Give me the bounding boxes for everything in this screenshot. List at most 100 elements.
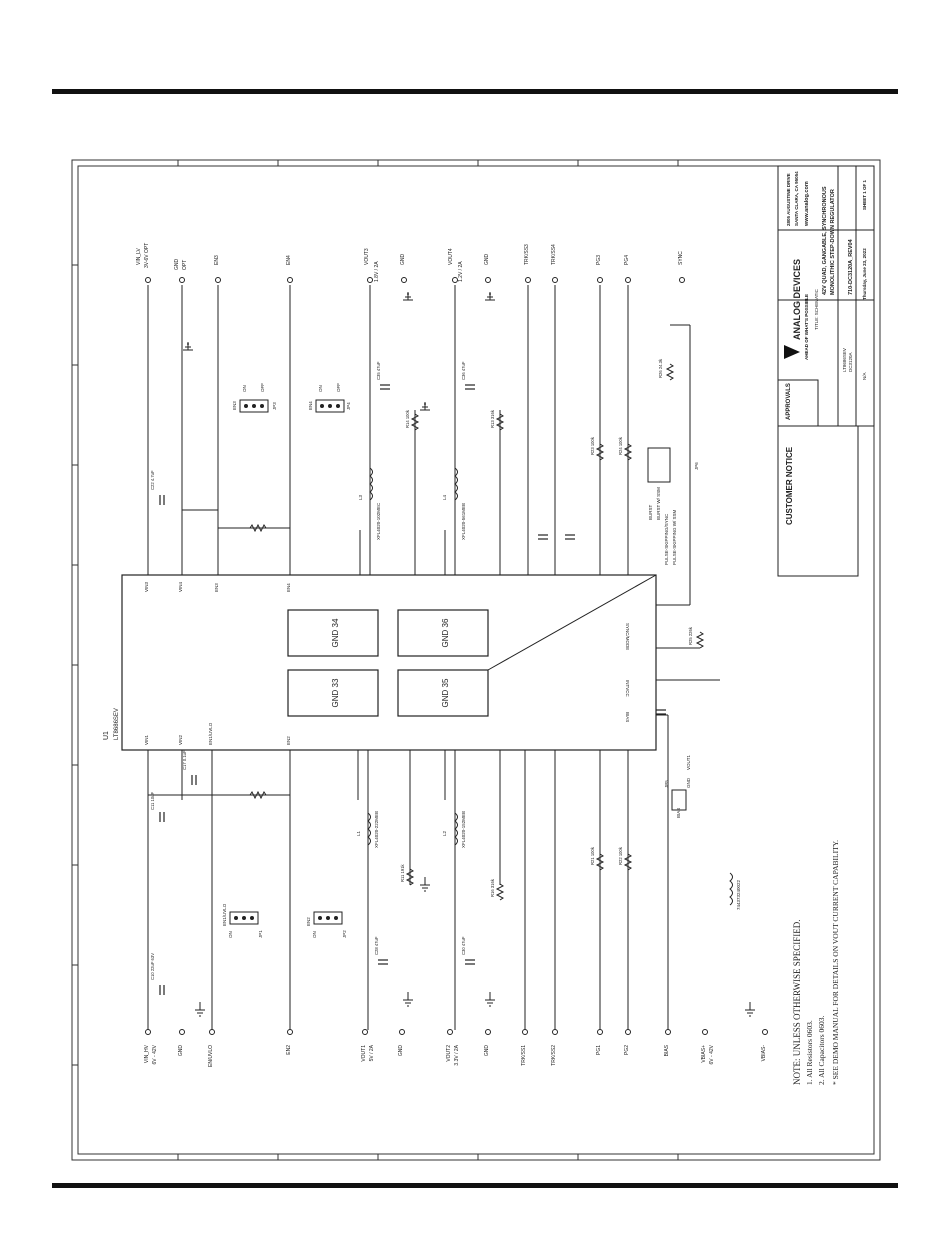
cap-c10 — [159, 985, 165, 995]
terminal-e28: PG4 — [624, 255, 630, 265]
svg-text:C28 47uF: C28 47uF — [374, 936, 379, 955]
terminal-e14: VBIAS- — [761, 1045, 767, 1062]
resistor-r28 — [249, 790, 267, 800]
svg-text:JP4: JP4 — [346, 402, 351, 410]
svg-text:EN2: EN2 — [286, 736, 291, 745]
adi-logo-triangle — [784, 345, 800, 359]
adi-tagline: AHEAD OF WHAT'S POSSIBLE — [804, 294, 809, 360]
cap-c17 — [191, 775, 197, 785]
svg-text:XFL4020-102MEC: XFL4020-102MEC — [376, 502, 381, 540]
resistor-r29 — [249, 523, 267, 533]
terminal-e3: EN/UVLO — [208, 1045, 214, 1067]
jumper-jp3 — [239, 399, 269, 413]
terminal-e1-note: 6V - 42V — [152, 1044, 158, 1064]
gnd-pad-35-label: GND 35 — [441, 678, 450, 707]
svg-text:INTVCC: INTVCC — [625, 680, 630, 698]
terminal-e10: TRK/SS2 — [551, 1045, 557, 1066]
svg-text:EN4: EN4 — [286, 583, 291, 592]
resistor-r16 — [495, 883, 505, 901]
svg-text:BIAS: BIAS — [676, 808, 681, 818]
schematic-inner-frame — [77, 165, 875, 1155]
cap-c11 — [159, 812, 165, 822]
right-terminal-circles — [145, 277, 685, 283]
svg-text:XFL4020-222MEB: XFL4020-222MEB — [374, 811, 379, 848]
terminal-e11: PG1 — [596, 1045, 602, 1055]
right-terminal-labels: VIN_LV 3V-6V OPT GND OPT EN3 EN4 VOUT3 1… — [136, 243, 684, 282]
cap-c15 — [538, 534, 548, 540]
svg-text:JP3: JP3 — [272, 402, 277, 410]
jumper-jp2 — [313, 911, 343, 925]
svg-text:ON: ON — [312, 931, 317, 938]
svg-text:JP2: JP2 — [342, 930, 347, 938]
svg-text:R14 100k: R14 100k — [405, 409, 410, 428]
terminal-e8: GND — [484, 1045, 490, 1057]
notes-line-1: 1. All Resistors 0603. — [805, 1020, 814, 1085]
svg-text:EN4: EN4 — [308, 401, 313, 410]
svg-text:R22 100k: R22 100k — [618, 846, 623, 865]
svg-text:JP5: JP5 — [664, 780, 669, 788]
svg-text:VIN2: VIN2 — [178, 734, 183, 745]
svg-text:VIN1: VIN1 — [144, 734, 149, 745]
title-address2: SANTA CLARA, CA 95054 — [794, 171, 799, 226]
title-address1: 2805 AUGUSTINE DRIVE — [786, 173, 791, 226]
top-page-rule — [52, 89, 898, 94]
terminal-e5: VOUT1 — [361, 1045, 367, 1062]
terminal-e18-note: OPT — [182, 260, 188, 270]
inductor-coils — [367, 467, 733, 906]
title-label: TITLE: SCHEMATIC — [814, 288, 819, 330]
terminal-e18: GND — [174, 259, 180, 271]
svg-text:EN2: EN2 — [306, 917, 311, 926]
jumper-jp5 — [671, 789, 687, 811]
jumper-jp1 — [229, 911, 259, 925]
gnd-pad-36 — [397, 609, 489, 657]
terminal-e5-note: 5V / 2A — [369, 1044, 375, 1061]
terminal-e2: GND — [178, 1045, 184, 1057]
svg-text:BURST: BURST — [648, 504, 653, 520]
terminal-e13: BIAS — [664, 1044, 670, 1056]
cap-c35 — [380, 384, 390, 390]
passive-values: C10 22uF 63V C17 0.1uF C11 10uF C22 4.7u… — [150, 358, 693, 980]
svg-text:L4: L4 — [442, 494, 447, 500]
schematic-outer-frame — [71, 159, 881, 1161]
ic-u1-ref: U1 — [103, 731, 110, 740]
svg-text:XFL4020-561MEB: XFL4020-561MEB — [461, 503, 466, 540]
gnd-pad-34-label: GND 34 — [331, 618, 340, 647]
jumpers — [229, 399, 687, 925]
svg-text:XFL4020-152MEB: XFL4020-152MEB — [461, 811, 466, 848]
terminal-e21: VOUT3 — [364, 248, 370, 265]
svg-text:EN3: EN3 — [214, 583, 219, 592]
svg-text:VOUT1: VOUT1 — [686, 754, 691, 770]
svg-text:BURST W/ SSM: BURST W/ SSM — [656, 487, 661, 520]
terminal-e15-note: 6V - 42V — [709, 1044, 715, 1064]
terminal-e7: VOUT2 — [446, 1045, 452, 1062]
title-sch-no: 710-DC3120A_REV04 — [848, 238, 854, 295]
inductor-l1 — [367, 812, 371, 846]
terminal-e20: EN4 — [286, 255, 292, 265]
svg-text:R16 316k: R16 316k — [490, 878, 495, 897]
terminal-e24: GND — [484, 254, 490, 266]
terminal-e27: PG3 — [596, 255, 602, 265]
bottom-page-rule — [52, 1183, 898, 1188]
customer-notice-title: CUSTOMER NOTICE — [785, 446, 794, 525]
left-terminal-labels: VIN_HV 6V - 42V GND EN/UVLO EN2 VOUT1 5V… — [144, 1044, 767, 1067]
resistor-r26 — [665, 363, 675, 381]
zone-ticks — [72, 160, 679, 1160]
resistor-r23 — [595, 443, 605, 461]
adi-company: ANALOG DEVICES — [792, 259, 802, 340]
svg-text:PULSE-SKIPPING W/ SSM: PULSE-SKIPPING W/ SSM — [672, 509, 677, 565]
svg-text:R25 226k: R25 226k — [688, 626, 693, 645]
terminal-e23: VOUT4 — [448, 248, 454, 265]
title-demo-no: DC3120A — [848, 352, 853, 372]
jumper-jp4 — [315, 399, 345, 413]
title-line2: MONOLITHIC STEP-DOWN REGULATOR — [830, 189, 836, 295]
cap-c22 — [159, 495, 165, 505]
cap-c28 — [378, 959, 388, 965]
svg-text:ON: ON — [318, 385, 323, 392]
svg-text:R11 191k: R11 191k — [400, 863, 405, 882]
svg-text:L2: L2 — [442, 830, 447, 836]
left-terminal-circles — [145, 1029, 768, 1035]
svg-text:OFF: OFF — [336, 383, 341, 392]
inductor-l4 — [454, 467, 458, 501]
terminal-e16: SYNC — [678, 251, 684, 265]
